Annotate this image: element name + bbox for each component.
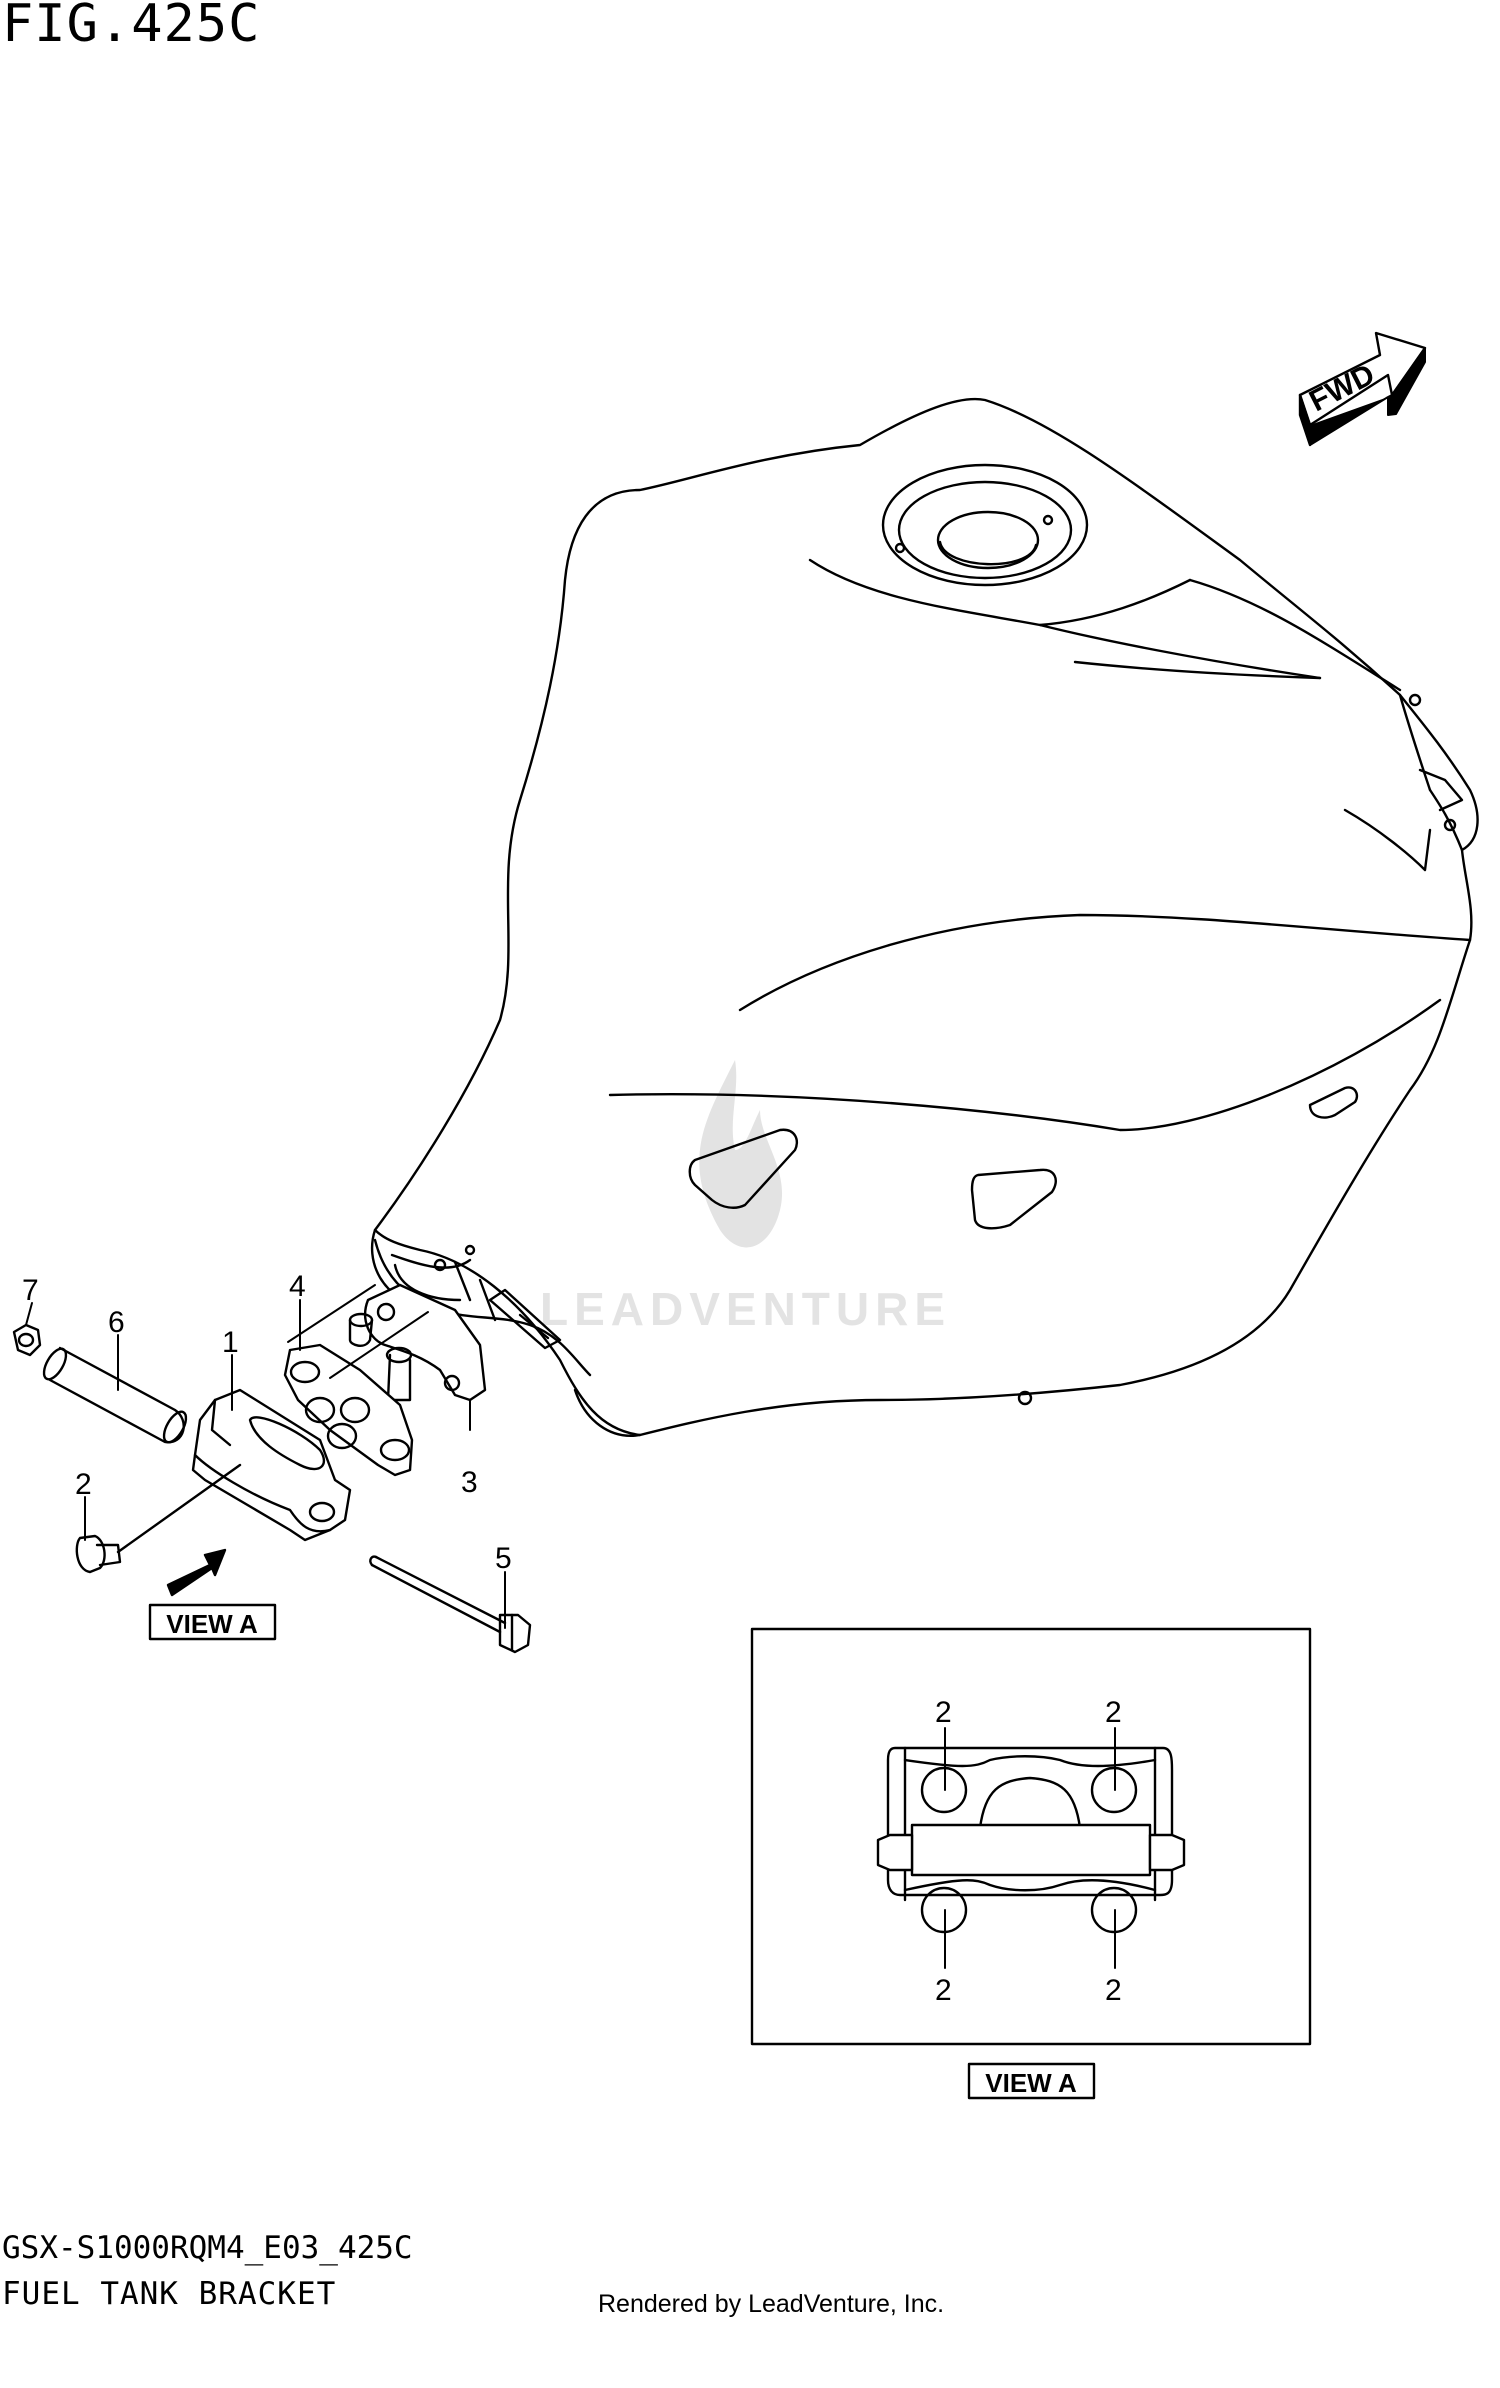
fuel-tank bbox=[370, 397, 1479, 1437]
callout-2: 2 bbox=[75, 1468, 92, 1501]
callouts: 7 6 1 4 3 2 5 bbox=[22, 1270, 512, 1575]
model-code: GSX-S1000RQM4_E03_425C bbox=[2, 2230, 413, 2266]
view-a-inset-label: VIEW A bbox=[967, 2062, 1096, 2100]
leader-lines bbox=[25, 1284, 506, 1629]
callout-4: 4 bbox=[289, 1270, 306, 1303]
view-a-arrow-icon bbox=[166, 1548, 227, 1597]
view-a-label-text: VIEW A bbox=[166, 1609, 258, 1639]
callout-5: 5 bbox=[495, 1542, 512, 1575]
render-credit: Rendered by LeadVenture, Inc. bbox=[598, 2290, 945, 2318]
callout-6: 6 bbox=[108, 1306, 125, 1339]
callout-1: 1 bbox=[222, 1326, 239, 1359]
fwd-arrow-icon: FWD bbox=[1298, 331, 1427, 447]
diagram-title: FUEL TANK BRACKET bbox=[2, 2276, 337, 2312]
watermark-text: LEADVENTURE bbox=[540, 1283, 951, 1335]
callout-3: 3 bbox=[461, 1466, 478, 1499]
part-6-collar bbox=[42, 1346, 188, 1444]
view-a-inset-label-text: VIEW A bbox=[985, 2068, 1077, 2098]
watermark: LEADVENTURE bbox=[540, 1060, 951, 1335]
inset-callout-bottom-left: 2 bbox=[935, 1974, 952, 2007]
part-4-grommet-plate bbox=[283, 1343, 414, 1477]
part-1-mount bbox=[191, 1388, 352, 1542]
callout-7: 7 bbox=[22, 1274, 39, 1307]
part-7-nut bbox=[12, 1323, 42, 1357]
view-a-inset: 2 2 2 2 bbox=[750, 1627, 1312, 2046]
view-a-label: VIEW A bbox=[148, 1603, 277, 1641]
figure-number: FIG.425C bbox=[2, 0, 261, 54]
part-2-bolt bbox=[75, 1463, 242, 1574]
inset-callout-top-left: 2 bbox=[935, 1696, 952, 1729]
inset-callout-top-right: 2 bbox=[1105, 1696, 1122, 1729]
inset-callout-bottom-right: 2 bbox=[1105, 1974, 1122, 2007]
part-5-bolt bbox=[369, 1555, 532, 1654]
part-3-bracket bbox=[348, 1283, 487, 1402]
